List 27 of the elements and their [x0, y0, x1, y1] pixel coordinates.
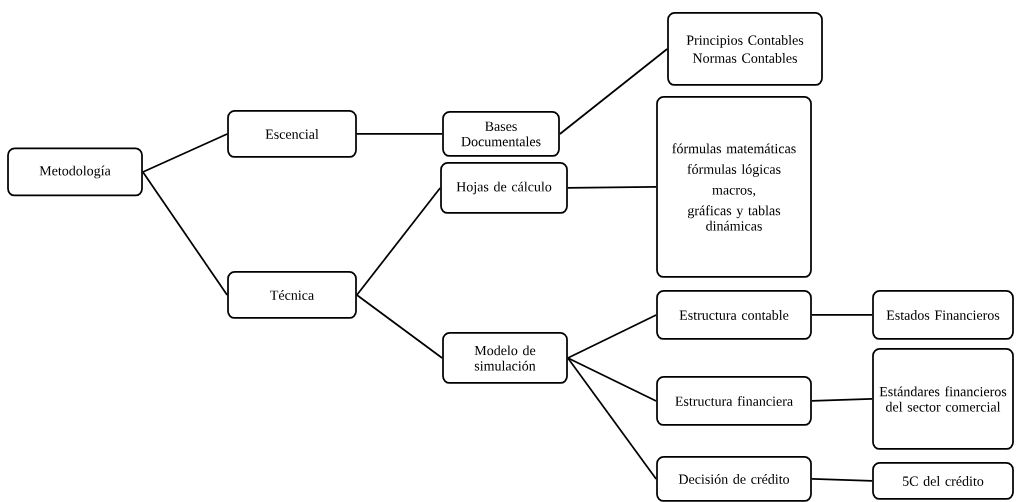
connector-line [567, 357, 657, 402]
connector-line [567, 186, 657, 189]
text-box: Estándares financieros del sector comercial [872, 348, 1014, 450]
text-box: Decisión de crédito [656, 456, 812, 502]
text-box: Estructura financiera [656, 376, 812, 426]
connector-line [811, 314, 873, 316]
text-box: Estados Financieros [872, 290, 1014, 340]
text-box: 5C del crédito [872, 462, 1014, 500]
connector-line [356, 187, 441, 296]
text-box: Modelo de simulación [442, 332, 568, 384]
text-box: Técnica [227, 271, 357, 319]
connector-line [811, 398, 873, 402]
connector-line [142, 171, 228, 296]
connector-line [356, 133, 443, 135]
text-box: Escencial [227, 110, 357, 158]
connector-line [142, 133, 228, 173]
connector-line [567, 314, 657, 359]
text-box: Principios Contables Normas Contables [667, 12, 823, 86]
text-box: Metodología [7, 147, 143, 197]
connector-line [567, 357, 657, 480]
text-box: Bases Documentales [442, 111, 560, 157]
connector-line [811, 478, 873, 482]
text-box: fórmulas matemáticas fórmulas lógicas macros, gráficas y tablas dinámicas [656, 96, 812, 278]
connector-line [559, 48, 668, 135]
connector-line [356, 294, 443, 359]
text-box: Estructura contable [656, 290, 812, 340]
text-box: Hojas de cálculo [440, 162, 568, 214]
